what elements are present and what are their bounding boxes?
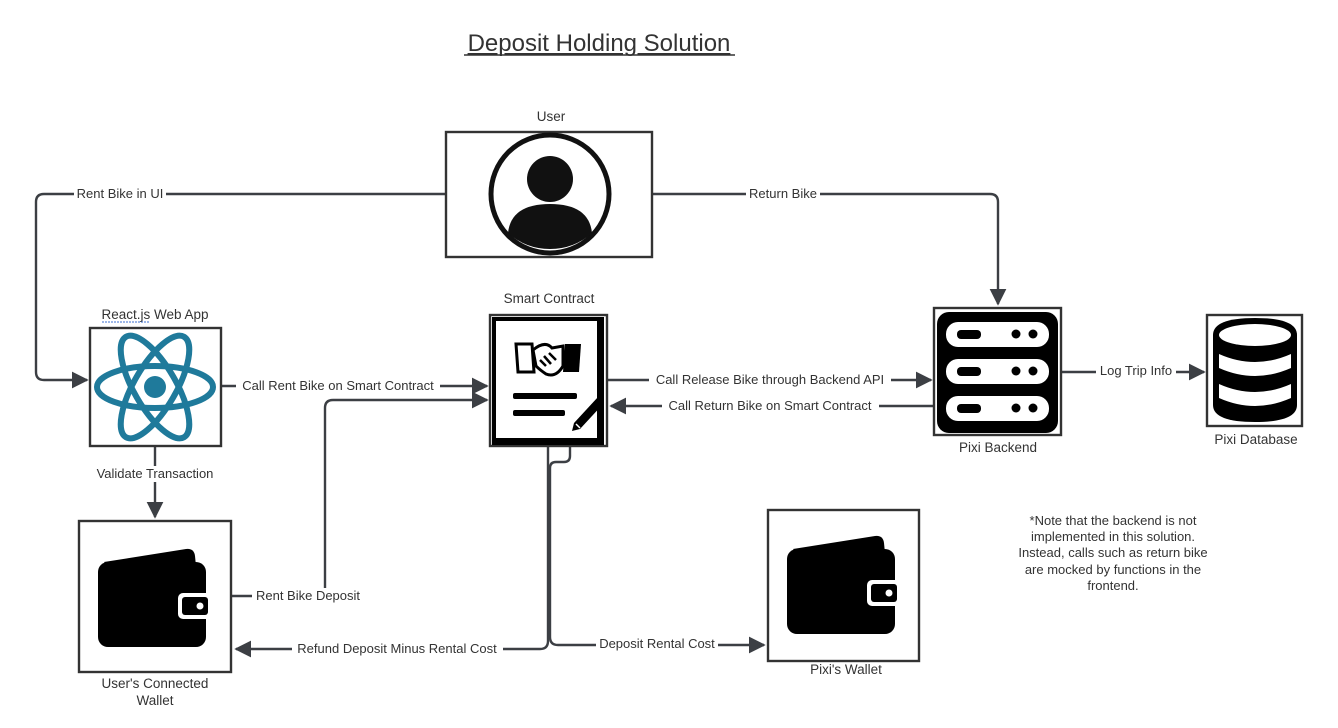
node-pixi-backend: Pixi Backend [932, 306, 1063, 455]
edge-rent-bike-ui [34, 192, 446, 389]
note-line-3: Instead, calls such as return bike [1018, 545, 1207, 560]
label-rent-bike-ui: Rent Bike in UI [77, 186, 164, 201]
label-refund-deposit: Refund Deposit Minus Rental Cost [297, 641, 497, 656]
node-user: User [444, 109, 654, 259]
database-icon [1213, 318, 1297, 422]
diagram-title: Deposit Holding Solution [468, 30, 731, 57]
edge-rent-bike-deposit [232, 391, 489, 598]
implementation-note: *Note that the backend is not implemente… [1018, 513, 1207, 593]
node-user-wallet: User's Connected Wallet [77, 519, 233, 708]
contract-handshake-icon [492, 317, 604, 445]
user-label: User [537, 109, 566, 124]
react-label-rest: Web App [154, 307, 209, 322]
label-rent-bike-deposit: Rent Bike Deposit [256, 588, 360, 603]
user-avatar-icon [488, 132, 612, 256]
edge-labels: Rent Bike in UI Return Bike Call Rent Bi… [74, 186, 1176, 657]
label-log-trip-info: Log Trip Info [1100, 363, 1172, 378]
smart-contract-label: Smart Contract [504, 291, 595, 306]
pixi-wallet-label: Pixi's Wallet [810, 662, 882, 677]
database-label: Pixi Database [1214, 432, 1297, 447]
node-pixi-database: Pixi Database [1205, 313, 1304, 447]
server-rack-icon [937, 312, 1058, 433]
edge-refund-deposit [234, 447, 550, 658]
user-wallet-label-line1: User's Connected [102, 676, 209, 691]
node-smart-contract: Smart Contract [488, 291, 609, 448]
note-line-1: *Note that the backend is not [1030, 513, 1197, 528]
edge-deposit-rental-cost [548, 447, 766, 654]
svg-text:React.js Web App: React.js Web App [101, 307, 208, 322]
wallet-icon [787, 535, 901, 634]
label-call-release-bike: Call Release Bike through Backend API [656, 372, 884, 387]
react-label-link: React.js [101, 307, 150, 322]
label-return-bike: Return Bike [749, 186, 817, 201]
note-line-2: implemented in this solution. [1031, 529, 1195, 544]
label-validate-transaction: Validate Transaction [97, 466, 214, 481]
edge-return-bike [652, 192, 1007, 306]
user-wallet-label-line2: Wallet [136, 693, 173, 708]
node-pixi-wallet: Pixi's Wallet [766, 508, 921, 677]
label-call-return-bike: Call Return Bike on Smart Contract [668, 398, 871, 413]
label-call-rent-bike: Call Rent Bike on Smart Contract [242, 378, 434, 393]
wallet-icon [98, 548, 212, 647]
note-line-4: are mocked by functions in the [1025, 562, 1201, 577]
backend-label: Pixi Backend [959, 440, 1037, 455]
node-react-web-app: React.js Web App [88, 307, 223, 448]
label-deposit-rental-cost: Deposit Rental Cost [599, 636, 715, 651]
react-logo-icon [94, 332, 216, 442]
note-line-5: frontend. [1087, 578, 1138, 593]
